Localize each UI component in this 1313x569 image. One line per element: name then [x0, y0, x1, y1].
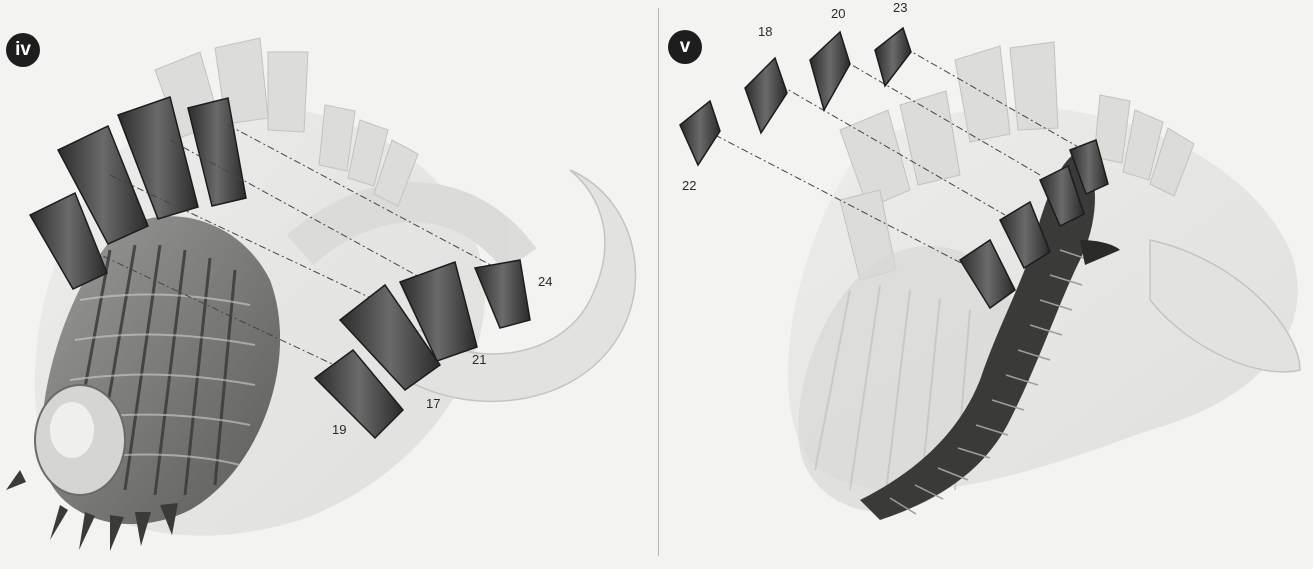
- part-number-24: 24: [538, 274, 552, 289]
- part-number-21: 21: [472, 352, 486, 367]
- part-number-23: 23: [893, 0, 907, 15]
- step-badge-iv: iv: [6, 33, 40, 67]
- part-number-22: 22: [682, 178, 696, 193]
- part-20: [810, 32, 850, 110]
- part-23: [875, 28, 911, 86]
- part-22: [680, 101, 720, 165]
- part-number-17: 17: [426, 396, 440, 411]
- step-badge-v: v: [668, 30, 702, 64]
- panel-divider: [658, 8, 659, 556]
- part-number-19: 19: [332, 422, 346, 437]
- part-number-18: 18: [758, 24, 772, 39]
- part-18: [745, 58, 787, 133]
- part-number-20: 20: [831, 6, 845, 21]
